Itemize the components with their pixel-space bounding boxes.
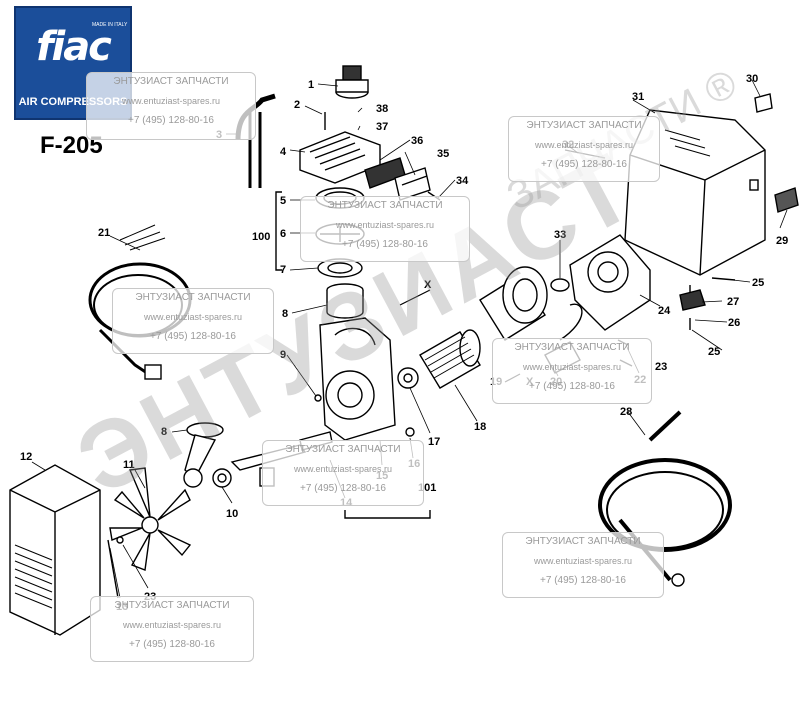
part-crankcase xyxy=(319,317,396,441)
part-air-filter xyxy=(335,65,369,99)
watermark-phone: +7 (495) 128-80-16 xyxy=(342,239,428,250)
part-rubber-foot xyxy=(679,285,706,311)
part-rotor xyxy=(419,329,481,389)
part-motor-flange xyxy=(569,234,651,331)
part-bearing xyxy=(212,468,232,488)
callout-38: 38 xyxy=(376,103,388,115)
callout-30: 30 xyxy=(746,73,758,85)
part-switch xyxy=(774,187,799,213)
watermark-title: ЭНТУЗИАСТ ЗАПЧАСТИ xyxy=(327,200,443,211)
watermark-box: ЭНТУЗИАСТ ЗАПЧАСТИ www.entuziast-spares.… xyxy=(508,116,660,182)
callout-25a: 25 xyxy=(752,277,764,289)
callout-29: 29 xyxy=(776,235,788,247)
watermark-box: ЭНТУЗИАСТ ЗАПЧАСТИ www.entuziast-spares.… xyxy=(262,440,424,506)
watermark-title: ЭНТУЗИАСТ ЗАПЧАСТИ xyxy=(514,342,630,353)
part-stator xyxy=(479,266,548,341)
logo-made-in: MADE IN ITALY xyxy=(92,22,128,28)
watermark-phone: +7 (495) 128-80-16 xyxy=(540,575,626,586)
callout-8b: 8 xyxy=(161,426,167,438)
watermark-url: www.entuziast-spares.ru xyxy=(293,464,393,474)
watermark-box: ЭНТУЗИАСТ ЗАПЧАСТИ www.entuziast-spares.… xyxy=(112,288,274,354)
part-cooling-fan xyxy=(109,467,192,571)
watermark-phone: +7 (495) 128-80-16 xyxy=(150,331,236,342)
watermark-phone: +7 (495) 128-80-16 xyxy=(129,639,215,650)
callout-8a: 8 xyxy=(282,308,288,320)
part-knob xyxy=(754,93,773,113)
watermark-url: www.entuziast-spares.ru xyxy=(522,362,622,372)
callout-18: 18 xyxy=(474,421,486,433)
part-motor-housing xyxy=(624,109,766,276)
watermark-url: www.entuziast-spares.ru xyxy=(534,140,634,150)
part-valve-plate xyxy=(364,157,431,201)
watermark-phone: +7 (495) 128-80-16 xyxy=(541,159,627,170)
part-cylinder xyxy=(326,283,364,319)
part-motor-bearing xyxy=(397,367,419,389)
callout-24: 24 xyxy=(658,305,671,317)
watermark-url: www.entuziast-spares.ru xyxy=(122,620,222,630)
watermark-box: ЭНТУЗИАСТ ЗАПЧАСТИ www.entuziast-spares.… xyxy=(300,196,470,262)
arrow-label-x1: X xyxy=(424,279,432,291)
callout-33: 33 xyxy=(554,229,566,241)
callout-26: 26 xyxy=(728,317,740,329)
callout-31: 31 xyxy=(632,91,644,103)
watermark-title: ЭНТУЗИАСТ ЗАПЧАСТИ xyxy=(135,292,251,303)
part-fan-cover xyxy=(9,464,101,636)
watermark-title: ЭНТУЗИАСТ ЗАПЧАСТИ xyxy=(114,600,230,611)
part-connecting-rod xyxy=(183,422,224,488)
callout-7: 7 xyxy=(280,264,286,276)
callout-100: 100 xyxy=(252,231,270,243)
callout-9: 9 xyxy=(280,349,286,361)
callout-12: 12 xyxy=(20,451,32,463)
watermark-phone: +7 (495) 128-80-16 xyxy=(128,115,214,126)
watermark-title: ЭНТУЗИАСТ ЗАПЧАСТИ xyxy=(113,76,229,87)
watermark-phone: +7 (495) 128-80-16 xyxy=(529,381,615,392)
callout-6: 6 xyxy=(280,228,286,240)
watermark-box: ЭНТУЗИАСТ ЗАПЧАСТИ www.entuziast-spares.… xyxy=(90,596,254,662)
callout-36: 36 xyxy=(411,135,423,147)
callout-10: 10 xyxy=(226,508,238,520)
watermark-title: ЭНТУЗИАСТ ЗАПЧАСТИ xyxy=(285,444,401,455)
callout-21: 21 xyxy=(98,227,110,239)
watermark-box: ЭНТУЗИАСТ ЗАПЧАСТИ www.entuziast-spares.… xyxy=(86,72,256,140)
callout-11: 11 xyxy=(123,459,135,471)
watermark-box: ЭНТУЗИАСТ ЗАПЧАСТИ www.entuziast-spares.… xyxy=(492,338,652,404)
callout-4: 4 xyxy=(280,146,287,158)
watermark-url: www.entuziast-spares.ru xyxy=(143,312,243,322)
callout-5: 5 xyxy=(280,195,286,207)
callout-28: 28 xyxy=(620,406,632,418)
callout-1: 1 xyxy=(308,79,314,91)
callout-35: 35 xyxy=(437,148,449,160)
watermark-url: www.entuziast-spares.ru xyxy=(533,556,633,566)
callout-2: 2 xyxy=(294,99,300,111)
watermark-title: ЭНТУЗИАСТ ЗАПЧАСТИ xyxy=(526,120,642,131)
watermark-url: www.entuziast-spares.ru xyxy=(335,220,435,230)
callout-25b: 25 xyxy=(708,346,720,358)
logo-brand: fiac xyxy=(36,24,112,70)
watermark-phone: +7 (495) 128-80-16 xyxy=(300,483,386,494)
callout-23b: 23 xyxy=(655,361,667,373)
watermark-url: www.entuziast-spares.ru xyxy=(121,96,221,106)
callout-34: 34 xyxy=(456,175,469,187)
watermark-title: ЭНТУЗИАСТ ЗАПЧАСТИ xyxy=(525,536,641,547)
watermark-box: ЭНТУЗИАСТ ЗАПЧАСТИ www.entuziast-spares.… xyxy=(502,532,664,598)
callout-37: 37 xyxy=(376,121,388,133)
callout-17: 17 xyxy=(428,436,440,448)
part-flange-bearing xyxy=(550,278,570,292)
callout-27: 27 xyxy=(727,296,739,308)
